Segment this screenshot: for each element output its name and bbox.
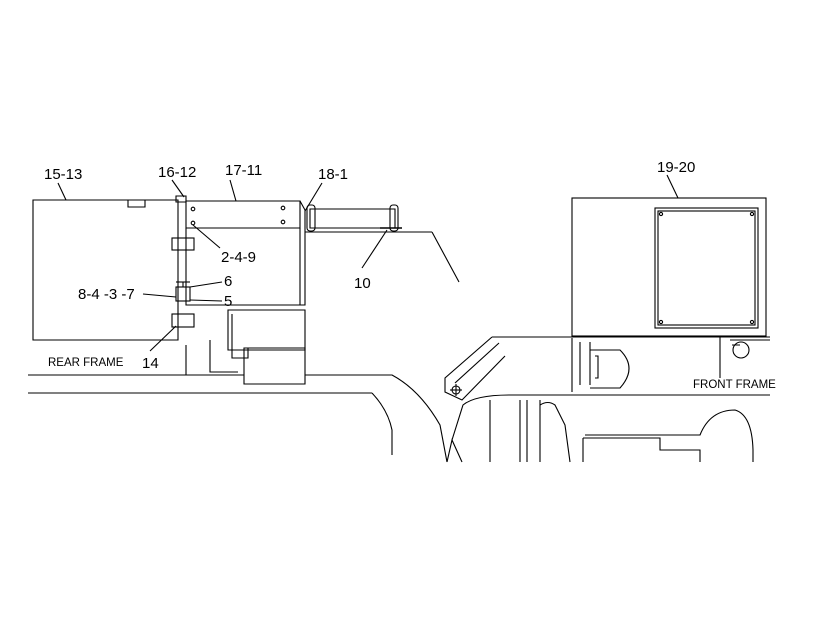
leader-15-13: [57, 182, 67, 201]
callouts: 15-13 16-12 17-11 18-1 19-20 2-4-9 6 8-4…: [44, 159, 776, 391]
leader-2-4-9: [192, 224, 221, 249]
leader-19-20: [666, 174, 679, 199]
bolt-b: [190, 220, 196, 226]
bolt-a: [190, 206, 196, 212]
panel-bolt-br: [749, 319, 755, 325]
panel-bolt-tl: [658, 211, 664, 217]
front-tank-assembly: [571, 197, 767, 337]
center-joint: [446, 438, 463, 463]
leader-16-12: [171, 179, 185, 198]
front-tank-panel-inner: [657, 210, 756, 326]
frame-lines: [28, 336, 770, 463]
leader-17-11: [229, 179, 237, 202]
callout-10: 10: [354, 275, 371, 292]
leader-10: [361, 229, 388, 269]
mount-block-upper: [171, 237, 195, 251]
filler-cap-right: [389, 204, 399, 232]
middle-box-side: [299, 200, 306, 306]
leader-14: [149, 325, 177, 352]
hood-slope: [431, 231, 460, 283]
rear-tank-tab: [127, 200, 146, 208]
front-cylinder: [590, 349, 630, 389]
rear-frame-assembly: [32, 195, 460, 385]
middle-box-body: [185, 228, 300, 306]
front-frame-label: FRONT FRAME: [693, 379, 776, 391]
callout-16-12: 16-12: [158, 164, 196, 181]
filler-neck-18-1: [309, 208, 396, 229]
callout-18-1: 18-1: [318, 166, 348, 183]
lower-step: [243, 347, 306, 385]
lower-box-inner: [231, 314, 249, 359]
callout-6: 6: [224, 273, 232, 290]
leader-lines: [57, 174, 679, 352]
front-frame-curve: [539, 401, 571, 463]
front-cylinder-inner: [595, 355, 599, 379]
front-rail: [571, 338, 591, 392]
articulation-arm-inner: [454, 342, 500, 384]
leader-5: [189, 299, 223, 302]
filler-cap-left: [306, 204, 316, 232]
front-pin: [732, 341, 750, 359]
rear-step-line: [209, 340, 238, 373]
callout-14: 14: [142, 355, 159, 372]
panel-bolt-tr: [749, 211, 755, 217]
callout-5: 5: [224, 293, 232, 310]
front-lower-box: [583, 437, 701, 462]
front-pin-mount: [730, 339, 770, 346]
callout-8-4-3-7: 8-4 -3 -7: [78, 286, 135, 303]
leader-18-1: [304, 182, 323, 212]
center-joint-b: [451, 394, 511, 441]
front-frame-lower: [519, 400, 541, 462]
callout-2-4-9: 2-4-9: [221, 249, 256, 266]
front-tank-box: [571, 197, 767, 337]
panel-bolt-bl: [658, 319, 664, 325]
leader-6: [189, 281, 223, 288]
lower-box: [227, 309, 306, 351]
rear-frame-bend: [305, 374, 448, 463]
front-lower-cab: [585, 409, 754, 462]
leader-8-4-3-7: [142, 293, 177, 298]
rear-tank-panel: [32, 199, 179, 341]
front-tank-panel: [654, 207, 759, 329]
mount-block-lower: [171, 313, 195, 328]
callout-17-11: 17-11: [225, 162, 262, 179]
rear-frame-bend-2: [371, 392, 393, 455]
callout-19-20: 19-20: [657, 159, 695, 176]
bolt-c: [280, 205, 286, 211]
callout-15-13: 15-13: [44, 166, 82, 183]
bolt-d: [280, 219, 286, 225]
articulation-arm: [444, 336, 506, 401]
rear-frame-label: REAR FRAME: [48, 357, 124, 369]
